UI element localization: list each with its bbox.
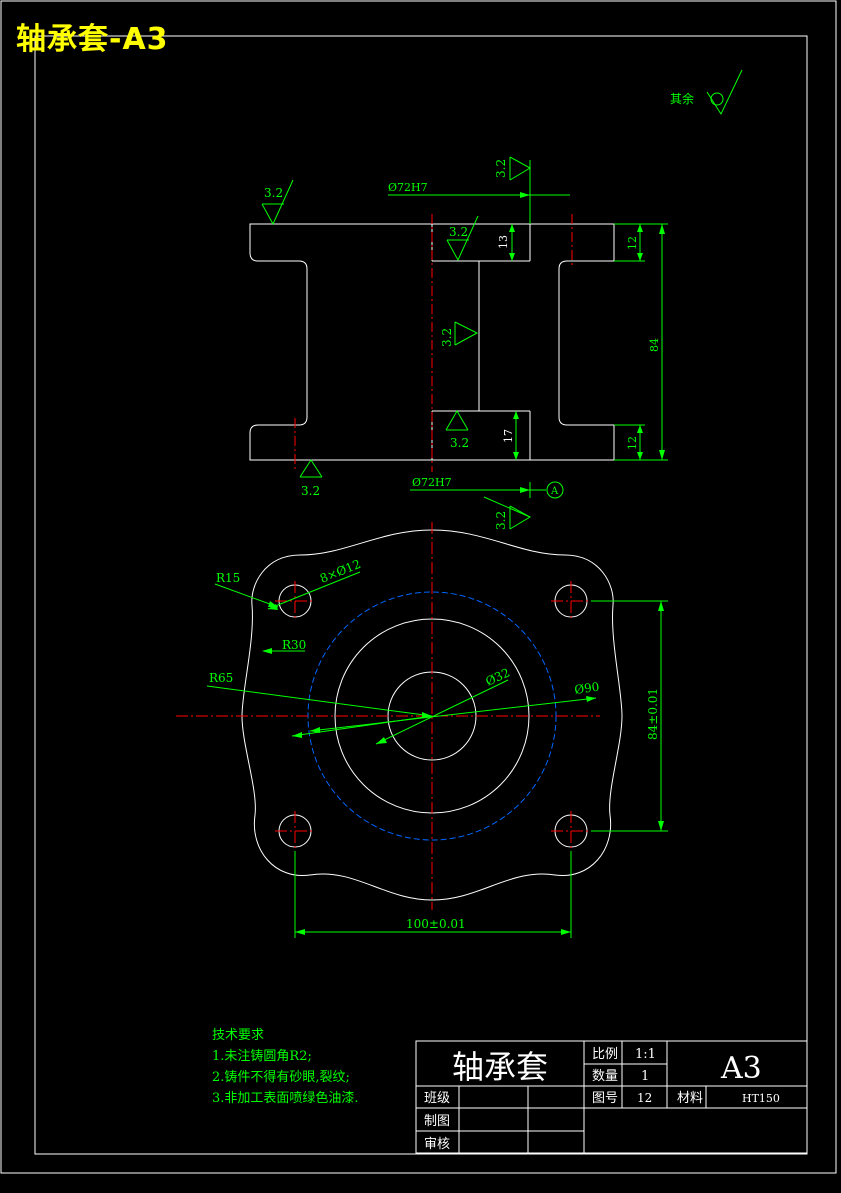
title-qty-value: 1 xyxy=(641,1069,649,1084)
dim-holes: 8×Ø12 xyxy=(318,557,363,586)
dim-hole-spacing-h: 100±0.01 xyxy=(406,917,466,931)
datum-a-symbol: A xyxy=(546,481,564,499)
plan-centerlines xyxy=(176,522,600,910)
section-dim-arrows xyxy=(509,192,665,493)
roughness-other-label: 其余 xyxy=(670,91,694,106)
flange-outline xyxy=(241,529,623,901)
dim-bottom-step: 17 xyxy=(502,429,515,443)
tech-requirement-item: 2.铸件不得有砂眼,裂纹; xyxy=(212,1070,350,1085)
roughness-value: 3.2 xyxy=(494,511,508,530)
dim-top-step: 13 xyxy=(497,235,510,249)
dim-height: 84 xyxy=(648,338,661,352)
title-part-name: 轴承套 xyxy=(452,1048,548,1086)
roughness-value: 3.2 xyxy=(264,186,283,200)
title-qty-label: 数量 xyxy=(592,1069,618,1084)
tech-requirement-item: 3.非加工表面喷绿色油漆. xyxy=(212,1091,359,1106)
dim-flange-bottom: 12 xyxy=(626,436,639,450)
section-view xyxy=(249,223,615,461)
roughness-other-symbol: 其余 xyxy=(670,69,743,116)
plan-dim-arrows xyxy=(262,601,664,935)
title-sheet-size: A3 xyxy=(720,1051,762,1086)
dim-hole-spacing-v: 84±0.01 xyxy=(646,688,660,740)
roughness-symbols xyxy=(261,156,532,530)
title-block xyxy=(415,1040,808,1154)
roughness-value: 3.2 xyxy=(494,159,508,178)
title-drawing-no-value: 12 xyxy=(637,1091,652,1105)
dim-r15: R15 xyxy=(216,571,240,585)
title-material-value: HT150 xyxy=(742,1092,780,1105)
part-outline xyxy=(249,223,615,461)
dim-r65: R65 xyxy=(209,671,233,685)
title-check-label: 审核 xyxy=(424,1137,450,1152)
tech-requirements-title: 技术要求 xyxy=(212,1028,265,1043)
dim-flange-top: 12 xyxy=(626,236,639,250)
roughness-value: 3.2 xyxy=(449,225,468,239)
sheet-title: 轴承套-A3 xyxy=(16,22,169,57)
dim-top-bore: Ø72H7 xyxy=(388,181,428,194)
section-centerlines xyxy=(294,214,573,472)
roughness-value: 3.2 xyxy=(301,484,320,498)
section-dimensions xyxy=(388,160,668,498)
inner-border xyxy=(34,35,808,1155)
dim-bottom-bore: Ø72H7 xyxy=(412,476,452,489)
dim-r30: R30 xyxy=(282,638,306,652)
datum-a-label: A xyxy=(550,486,559,497)
tech-requirement-item: 1.未注铸圆角R2; xyxy=(212,1049,312,1064)
title-class-label: 班级 xyxy=(424,1091,450,1106)
title-drawn-label: 制图 xyxy=(424,1114,450,1129)
dim-d90: Ø90 xyxy=(573,680,600,697)
plan-dimensions xyxy=(206,571,668,938)
tech-requirements: 技术要求 1.未注铸圆角R2; 2.铸件不得有砂眼,裂纹; 3.非加工表面喷绿色… xyxy=(212,1025,359,1109)
title-material-label: 材料 xyxy=(677,1091,703,1106)
title-scale-value: 1:1 xyxy=(635,1047,656,1062)
roughness-value: 3.2 xyxy=(440,328,454,347)
roughness-value: 3.2 xyxy=(450,436,469,450)
title-scale-label: 比例 xyxy=(592,1047,618,1062)
title-drawing-no-label: 图号 xyxy=(592,1091,618,1106)
outer-border xyxy=(0,0,837,1174)
